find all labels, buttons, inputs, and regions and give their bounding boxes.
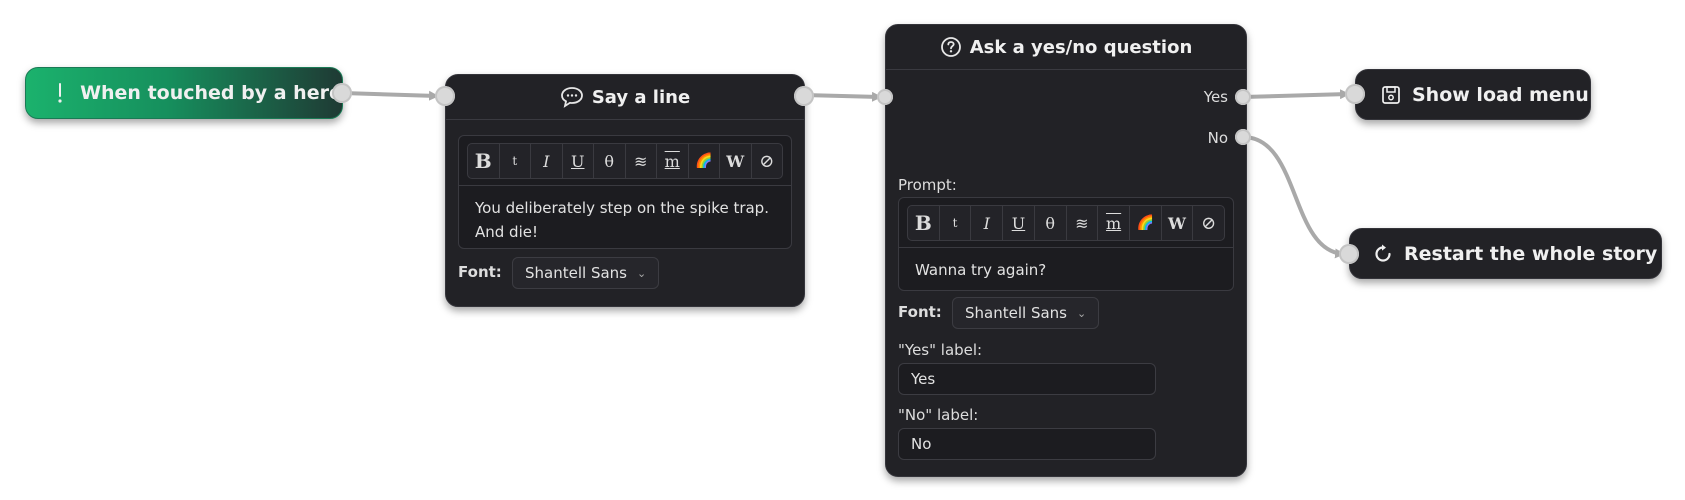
say-line-node[interactable]: Say a line B t I U θ ≋ m 🌈 W ⊘ You delib… <box>445 74 805 307</box>
rainbow-text-button[interactable]: 🌈 <box>1130 206 1162 240</box>
say-line-font-label: Font: <box>458 263 502 281</box>
trigger-node[interactable]: When touched by a hero <box>25 67 343 119</box>
say-line-font-select[interactable]: Shantell Sans ⌄ <box>512 257 660 289</box>
prompt-label: Prompt: <box>898 176 957 194</box>
trigger-label: When touched by a hero <box>80 82 342 104</box>
yes-label-input[interactable]: Yes <box>898 363 1156 395</box>
bold-button[interactable]: B <box>908 206 940 240</box>
question-title: Ask a yes/no question <box>969 36 1193 58</box>
say-line-editor[interactable]: B t I U θ ≋ m 🌈 W ⊘ You deliberately ste… <box>458 135 792 249</box>
prompt-editor[interactable]: B t I U θ ≋ m 🌈 W ⊘ Wanna try again? <box>898 197 1234 291</box>
strikethrough-button[interactable]: θ <box>1035 206 1067 240</box>
italic-button[interactable]: I <box>971 206 1004 240</box>
strikethrough-button[interactable]: θ <box>594 144 626 178</box>
yes-label-caption: "Yes" label: <box>898 341 983 359</box>
yes-output-port[interactable] <box>1235 89 1251 105</box>
small-text-button[interactable]: t <box>500 144 531 178</box>
no-output-port[interactable] <box>1235 129 1251 145</box>
small-text-button[interactable]: t <box>940 206 972 240</box>
trigger-output-port[interactable] <box>332 83 352 103</box>
shaky-text-button[interactable]: m <box>657 144 689 178</box>
prompt-text[interactable]: Wanna try again? <box>899 247 1233 292</box>
underline-button[interactable]: U <box>1003 206 1035 240</box>
underline-button[interactable]: U <box>563 144 594 178</box>
exclamation-icon <box>48 82 72 104</box>
say-line-font-value: Shantell Sans <box>525 264 627 282</box>
bold-button[interactable]: B <box>468 144 500 178</box>
question-header: Ask a yes/no question <box>886 25 1246 70</box>
question-font-label: Font: <box>898 303 942 321</box>
italic-button[interactable]: I <box>531 144 563 178</box>
load-menu-label: Show load menu <box>1412 83 1589 106</box>
say-line-header: Say a line <box>446 75 804 120</box>
restart-node[interactable]: Restart the whole story <box>1349 228 1662 279</box>
wire-trigger-to-say <box>342 90 439 101</box>
say-line-toolbar: B t I U θ ≋ m 🌈 W ⊘ <box>467 143 783 179</box>
say-line-title: Say a line <box>591 86 691 108</box>
no-label-caption: "No" label: <box>898 406 979 424</box>
rainbow-text-button[interactable]: 🌈 <box>689 144 720 178</box>
question-font-select[interactable]: Shantell Sans ⌄ <box>952 297 1100 329</box>
say-line-input-port[interactable] <box>435 86 455 106</box>
wiggle-text-button[interactable]: W <box>1162 206 1194 240</box>
load-menu-input-port[interactable] <box>1345 84 1365 104</box>
question-font-value: Shantell Sans <box>965 304 1067 322</box>
save-disk-icon <box>1378 85 1404 105</box>
question-input-port[interactable] <box>877 89 893 105</box>
clear-format-button[interactable]: ⊘ <box>759 150 775 172</box>
chevron-down-icon: ⌄ <box>636 266 647 280</box>
restart-icon <box>1370 243 1396 265</box>
no-output-label: No <box>1207 129 1228 147</box>
speech-bubble-icon <box>560 86 584 108</box>
yes-output-label: Yes <box>1203 88 1228 106</box>
wire-no-to-restart <box>1242 135 1345 259</box>
restart-input-port[interactable] <box>1339 244 1359 264</box>
shaky-text-button[interactable]: m <box>1098 206 1130 240</box>
say-line-output-port[interactable] <box>794 86 814 106</box>
restart-label: Restart the whole story <box>1404 242 1658 265</box>
wavy-text-button[interactable]: ≋ <box>1067 206 1099 240</box>
wire-yes-to-load <box>1242 89 1350 100</box>
say-line-text[interactable]: You deliberately step on the spike trap.… <box>459 185 791 254</box>
chevron-down-icon: ⌄ <box>1076 306 1087 320</box>
load-menu-node[interactable]: Show load menu <box>1355 69 1591 120</box>
prompt-toolbar: B t I U θ ≋ m 🌈 W ⊘ <box>907 205 1225 241</box>
wire-say-to-question <box>803 91 882 102</box>
question-node[interactable]: Ask a yes/no question Yes No Prompt: B t… <box>885 24 1247 477</box>
question-circle-icon <box>940 36 962 58</box>
wavy-text-button[interactable]: ≋ <box>626 144 657 178</box>
wiggle-text-button[interactable]: W <box>720 144 752 178</box>
clear-format-button[interactable]: ⊘ <box>1201 212 1217 234</box>
no-label-input[interactable]: No <box>898 428 1156 460</box>
